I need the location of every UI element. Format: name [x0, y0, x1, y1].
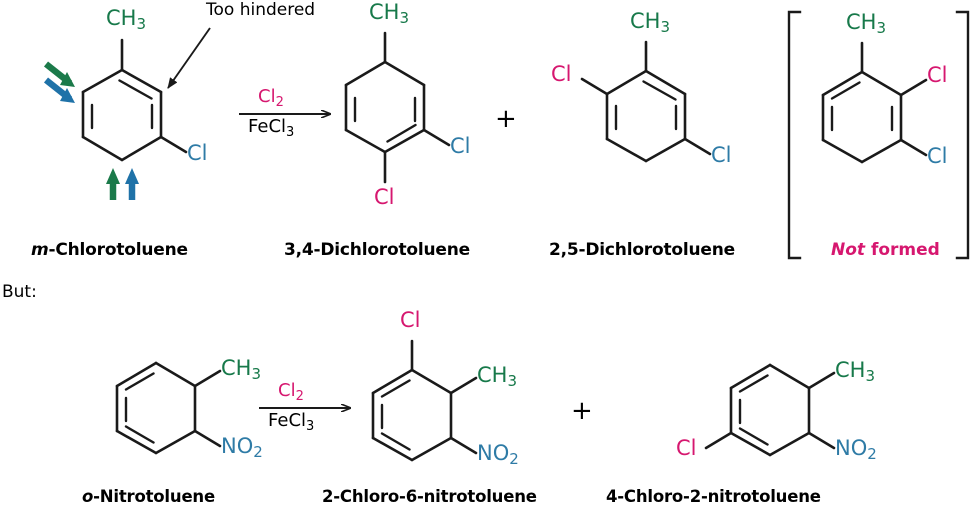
caption-4-chloro-2-nitrotoluene: 4-Chloro-2-nitrotoluene	[606, 487, 821, 506]
caption-rest: -Chlorotoluene	[48, 240, 189, 260]
benzene-ring	[81, 68, 163, 162]
subscript-3: 3	[876, 19, 887, 37]
molecule-o-nitrotoluene	[115, 361, 222, 455]
molecule-m-chlorotoluene	[81, 38, 188, 162]
chloro-label-reactant-1: Cl	[187, 141, 208, 165]
reagent-fecl3-row1: FeCl3	[248, 116, 295, 140]
caption-italic-not: Not	[831, 240, 866, 260]
caption-italic-prefix: m	[31, 240, 49, 260]
bond-to-nitro	[807, 431, 836, 450]
caption-formed: formed	[865, 240, 940, 260]
subscript-3: 3	[865, 367, 876, 385]
molecule-4-chloro-2-nitrotoluene	[704, 363, 836, 457]
bond-to-nitro	[449, 436, 478, 455]
too-hindered-pointer-arrow	[167, 27, 211, 89]
methyl-label-product-26: CH3	[477, 363, 518, 390]
benzene-ring	[605, 69, 687, 163]
molecule-not-formed-isomer	[821, 41, 928, 164]
methyl-label-product-42: CH3	[835, 358, 876, 385]
caption-rest: -Nitrotoluene	[93, 487, 215, 506]
attack-arrows-group	[43, 61, 139, 200]
benzene-ring	[344, 60, 426, 154]
bond-to-chloro-teal	[899, 138, 928, 157]
bracket-left	[787, 10, 802, 260]
chloro-label-new-product-42: Cl	[676, 436, 697, 460]
molecule-25-dichlorotoluene	[580, 40, 712, 163]
reagent-fecl3-row2: FeCl3	[268, 410, 315, 434]
caption-italic-prefix: o	[82, 487, 94, 506]
caption-not-formed: Not formed	[831, 240, 940, 260]
methyl-label-product-34: CH3	[369, 0, 410, 27]
ring-double-bonds	[830, 81, 894, 132]
bond-to-methyl	[193, 369, 222, 388]
bond-to-chloro-teal	[683, 137, 712, 156]
but-label: But:	[2, 282, 37, 302]
caption-m-chlorotoluene: m-Chlorotoluene	[31, 240, 188, 260]
subscript-3: 3	[136, 15, 147, 33]
molecule-34-dichlorotoluene	[344, 31, 451, 184]
bond-to-chloro-teal	[422, 128, 451, 147]
subscript-3: 3	[306, 419, 315, 434]
subscript-2: 2	[253, 443, 263, 461]
methyl-label-reactant-1: CH3	[106, 6, 147, 33]
methyl-label-product-25: CH3	[630, 9, 671, 36]
arrow-green-vertical	[106, 168, 120, 200]
arrow-blue-diagonal	[43, 77, 75, 103]
caption-2-chloro-6-nitrotoluene: 2-Chloro-6-nitrotoluene	[322, 487, 537, 506]
molecule-2-chloro-6-nitrotoluene	[371, 339, 478, 462]
ring-double-bonds	[738, 374, 769, 446]
bond-to-chloro-magenta	[704, 431, 733, 450]
chloro-label-new-product-25: Cl	[551, 62, 572, 86]
ring-double-bonds	[353, 96, 417, 143]
nitro-label-product-42: NO2	[835, 436, 877, 463]
benzene-ring	[729, 363, 811, 457]
subscript-2: 2	[275, 95, 284, 110]
nitro-label-product-26: NO2	[477, 441, 519, 468]
subscript-3: 3	[251, 365, 262, 383]
caption-25-dichlorotoluene: 2,5-Dichlorotoluene	[549, 240, 735, 260]
ring-double-bonds	[124, 372, 155, 444]
benzene-ring	[821, 70, 903, 164]
reagent-cl2-row2: Cl2	[278, 380, 304, 404]
chloro-label-old-not-formed: Cl	[927, 144, 948, 168]
bond-to-chloro-magenta	[580, 77, 609, 96]
nitro-label-reactant-2: NO2	[221, 434, 263, 461]
subscript-3: 3	[507, 372, 518, 390]
ring-double-bonds	[90, 79, 154, 130]
methyl-label-not-formed: CH3	[846, 10, 887, 37]
bond-to-chloro-magenta	[899, 78, 928, 97]
caption-o-nitrotoluene: o-Nitrotoluene	[82, 487, 215, 506]
chloro-label-new-product-34: Cl	[374, 185, 395, 209]
chloro-label-new-not-formed: Cl	[927, 63, 948, 87]
benzene-ring	[371, 368, 453, 462]
subscript-3: 3	[660, 18, 671, 36]
too-hindered-label: Too hindered	[206, 0, 316, 20]
subscript-2: 2	[509, 450, 519, 468]
caption-34-dichlorotoluene: 3,4-Dichlorotoluene	[284, 240, 470, 260]
bond-to-chloro	[159, 135, 188, 154]
bond-to-methyl	[449, 376, 478, 395]
bond-to-methyl	[807, 371, 836, 390]
arrow-blue-vertical	[125, 168, 139, 200]
chloro-label-new-product-26: Cl	[400, 308, 421, 332]
plus-sign-row2: +	[571, 396, 593, 426]
subscript-2: 2	[295, 389, 304, 404]
ring-double-bonds	[380, 379, 411, 451]
chloro-label-old-product-25: Cl	[711, 143, 732, 167]
subscript-3: 3	[286, 125, 295, 140]
arrow-green-diagonal	[43, 61, 75, 87]
chloro-label-old-product-34: Cl	[450, 134, 471, 158]
reagent-cl2-row1: Cl2	[258, 86, 284, 110]
benzene-ring	[115, 361, 197, 455]
bond-to-nitro	[193, 429, 222, 448]
subscript-2: 2	[867, 445, 877, 463]
methyl-label-reactant-2: CH3	[221, 356, 262, 383]
ring-double-bonds	[614, 80, 678, 131]
bracket-right	[955, 10, 970, 260]
plus-sign-row1: +	[495, 104, 517, 134]
subscript-3: 3	[399, 9, 410, 27]
